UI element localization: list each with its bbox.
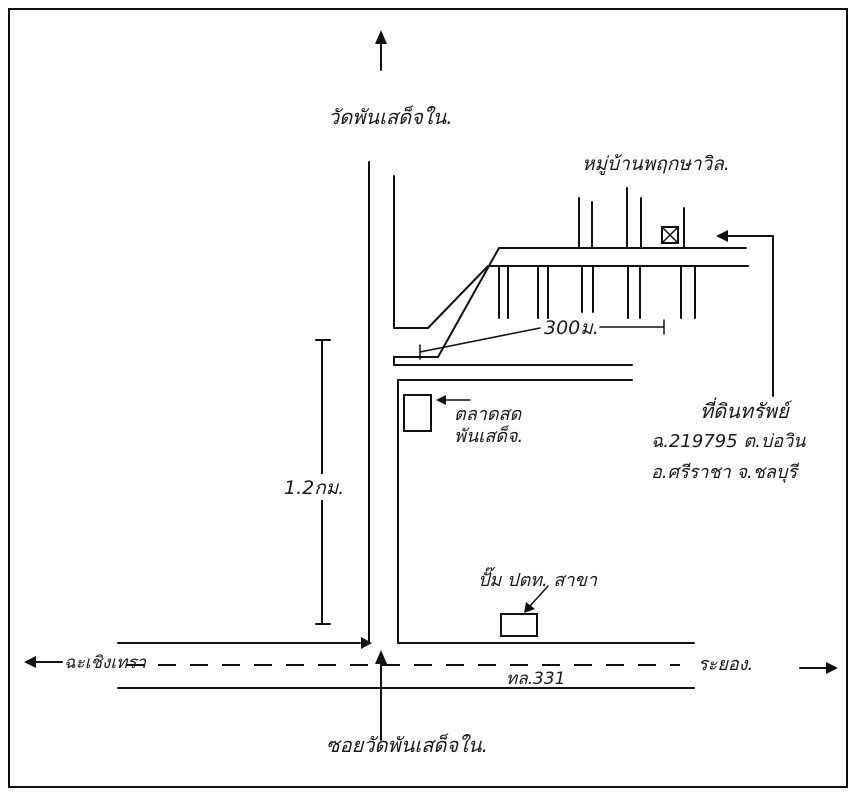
arrow-left-icon (24, 656, 63, 668)
right-destination-label: ระยอง. (698, 654, 753, 675)
north-arrow-icon (375, 30, 387, 71)
distance-300m-dimension (419, 319, 665, 360)
market-label-line2: พันเสด็จ. (454, 425, 523, 447)
highway-junction-arrow-icon (361, 637, 372, 649)
site-title: ที่ดินทรัพย์ (700, 397, 793, 423)
village-grid (498, 187, 696, 319)
market-arrow-icon (436, 395, 471, 405)
side-road-east (393, 364, 633, 381)
gas-station-arrow-icon (524, 585, 549, 613)
site-pointer-arrow (716, 230, 774, 397)
highway-number-label: ทล.331 (506, 669, 565, 689)
south-road-label: ซอยวัดพันเสด็จใน. (326, 733, 488, 757)
market-building (403, 394, 432, 432)
distance-300m-label: 300ม. (544, 317, 599, 339)
map-border (8, 8, 848, 788)
north-road-label: วัดพันเสด็จใน. (328, 105, 453, 129)
arrow-right-icon (799, 662, 838, 674)
gas-station-label: ปั๊ม ปตท. สาขา (478, 566, 598, 591)
distance-1-2km-label: 1.2กม. (284, 477, 344, 499)
village-access-road (393, 247, 749, 358)
main-road (368, 161, 399, 644)
market-label: ตลาดสด (454, 404, 523, 425)
south-entry-arrow-icon (375, 650, 387, 741)
site-line2: อ.ศรีราชา จ.ชลบุรี (651, 462, 800, 483)
crossed-box-icon (661, 226, 679, 244)
gas-station-building (500, 613, 538, 637)
highway-road (117, 642, 695, 689)
village-label: หมู่บ้านพฤกษาวิล. (582, 153, 730, 175)
site-line1: ฉ.219795 ต.บ่อวิน (651, 431, 806, 452)
left-destination-label: ฉะเชิงเทรา (64, 653, 147, 673)
